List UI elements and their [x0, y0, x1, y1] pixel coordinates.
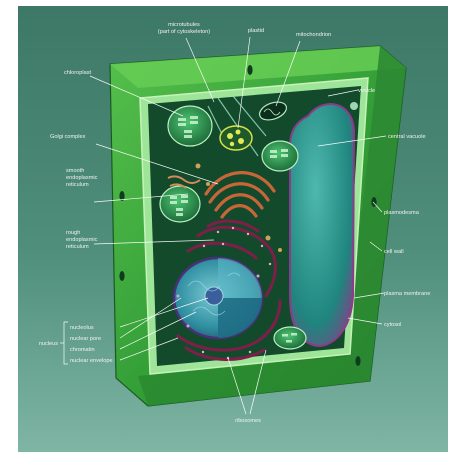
- chloroplast-top-left: [168, 106, 212, 146]
- label-rough-er-line1: rough: [66, 230, 80, 236]
- label-smooth-er-line1: smooth: [66, 168, 84, 174]
- central-vacuole: [290, 104, 354, 346]
- chloroplast-top-right: [262, 141, 298, 171]
- chloroplast-middle-left: [160, 186, 200, 222]
- label-vesicle: vesicle: [358, 88, 375, 94]
- label-chromatin: chromatin: [70, 347, 95, 353]
- label-rough-er-line3: reticulum: [66, 244, 89, 250]
- label-plastid: plastid: [248, 28, 264, 34]
- label-central-vacuole: central vacuole: [388, 134, 426, 140]
- label-microtubules-line2: (part of cytoskeleton): [158, 29, 210, 35]
- label-nucleolus: nucleolus: [70, 325, 94, 331]
- label-chloroplast: chloroplast: [64, 70, 91, 76]
- nucleus: [174, 258, 262, 338]
- plastid: [220, 126, 252, 150]
- label-golgi-complex: Golgi complex: [50, 134, 86, 140]
- label-nuclear-pore: nuclear pore: [70, 336, 101, 342]
- label-plasma-membrane: plasma membrane: [384, 291, 430, 297]
- label-plasmodesma: plasmodesma: [384, 210, 420, 216]
- label-nucleus: nucleus: [39, 341, 58, 347]
- label-smooth-er-line2: endoplasmic: [66, 175, 98, 181]
- label-ribosomes: ribosomes: [235, 418, 261, 424]
- plant-cell-diagram: microtubules (part of cytoskeleton) plas…: [18, 6, 448, 452]
- label-rough-er-line2: endoplasmic: [66, 237, 98, 243]
- label-cell-wall: cell wall: [384, 249, 404, 255]
- label-nuclear-envelope: nuclear envelope: [70, 358, 113, 364]
- label-microtubules-line1: microtubules: [168, 22, 200, 28]
- label-smooth-er-line3: reticulum: [66, 182, 89, 188]
- label-cytosol: cytosol: [384, 322, 401, 328]
- chloroplast-bottom: [274, 327, 306, 349]
- label-mitochondrion: mitochondrion: [296, 32, 331, 38]
